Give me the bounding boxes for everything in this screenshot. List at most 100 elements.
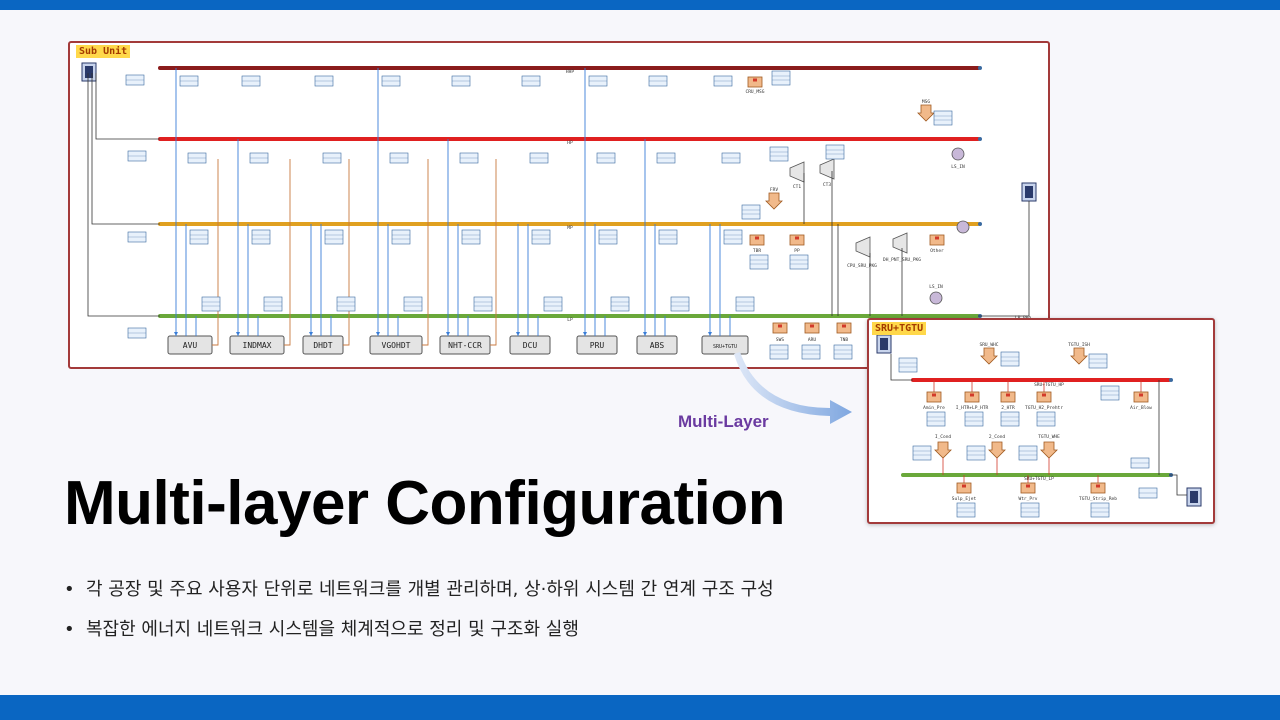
cpu-sru-turbine-icon bbox=[855, 236, 871, 258]
inset-label: SRU+TGTU_HP bbox=[1034, 382, 1064, 388]
unit-label: DCU bbox=[523, 341, 538, 350]
inset-hp-equipment-icon-mark bbox=[1042, 393, 1046, 397]
equipment-label: CPU_SRU_PKG bbox=[847, 263, 877, 269]
bullet-item: • 각 공장 및 주요 사용자 단위로 네트워크를 개별 관리하며, 상·하위 시… bbox=[64, 575, 774, 615]
bullet-text: 복잡한 에너지 네트워크 시스템을 체계적으로 정리 및 구조화 실행 bbox=[86, 619, 579, 640]
cru-msg-icon bbox=[747, 76, 763, 88]
aru-equipment-icon-mark bbox=[810, 324, 814, 328]
header-label: MP bbox=[567, 225, 573, 231]
feed-lp-line bbox=[87, 73, 160, 317]
bullet-dot: • bbox=[64, 579, 75, 600]
inset-outlet-connector-icon-core bbox=[1190, 491, 1198, 503]
flow-down-arrow bbox=[643, 332, 647, 336]
inset-mid-arrow-icon bbox=[934, 441, 952, 459]
flow-return-line bbox=[343, 159, 350, 346]
equipment-label: PP bbox=[794, 248, 800, 254]
value-box bbox=[956, 502, 976, 518]
inset-label: SRU+TGTU_LP bbox=[1024, 476, 1054, 482]
unit-label: NHT-CCR bbox=[448, 341, 482, 350]
equipment-label: CT1 bbox=[793, 184, 801, 190]
unit-box-dcu bbox=[509, 335, 551, 355]
value-box bbox=[543, 296, 563, 312]
equipment-label: Other bbox=[930, 248, 944, 254]
value-box bbox=[769, 344, 789, 360]
inset-hp-equipment-icon bbox=[1036, 391, 1052, 403]
bullet-text: 각 공장 및 주요 사용자 단위로 네트워크를 개별 관리하며, 상·하위 시스… bbox=[86, 579, 774, 600]
inset-hp-equipment-icon-mark bbox=[970, 393, 974, 397]
inset-label: I_Cond bbox=[935, 434, 952, 440]
value-box bbox=[251, 229, 271, 245]
equipment-label: CT3 bbox=[823, 182, 831, 188]
inset-mid-arrow-icon bbox=[988, 441, 1006, 459]
value-box bbox=[1000, 351, 1020, 367]
inset-hp-equipment-icon bbox=[964, 391, 980, 403]
bullet-dot: • bbox=[64, 619, 75, 640]
value-box bbox=[1088, 353, 1108, 369]
value-box bbox=[741, 204, 761, 220]
sub-unit-tag: Sub Unit bbox=[76, 45, 131, 58]
unit-label: SRU+TGTU bbox=[713, 344, 737, 350]
flow-down-arrow bbox=[708, 332, 712, 336]
header-label: HHP bbox=[566, 69, 574, 75]
value-box bbox=[391, 229, 411, 245]
page-title: Multi-layer Configuration bbox=[64, 469, 786, 538]
value-box bbox=[610, 296, 630, 312]
value-box bbox=[933, 110, 953, 126]
inset-equipment-label: I_HTR+LP_HTR bbox=[956, 405, 989, 411]
frv-arrow-icon bbox=[765, 192, 783, 210]
tgtu-ish-arrow-icon bbox=[1070, 347, 1088, 365]
flow-down-arrow bbox=[236, 332, 240, 336]
unit-label: ABS bbox=[650, 341, 665, 350]
ls-in-lp-valve-icon bbox=[929, 291, 943, 305]
feed-hp-line bbox=[95, 73, 160, 140]
header-label: HP bbox=[567, 140, 573, 146]
value-box bbox=[1090, 502, 1110, 518]
inset-lp-equipment-icon-mark bbox=[962, 484, 966, 488]
value-box bbox=[598, 229, 618, 245]
pp-equipment-icon-mark bbox=[795, 236, 799, 240]
equipment-label: FRV bbox=[770, 187, 778, 193]
inset-lp-equipment-icon bbox=[1090, 482, 1106, 494]
value-box bbox=[926, 411, 946, 427]
equipment-label: LS_IN bbox=[951, 164, 965, 170]
inset-hp-equipment-icon-mark bbox=[1139, 393, 1143, 397]
sru-tgtu-tag: SRU+TGTU bbox=[872, 322, 927, 335]
outlet-connector-icon-core bbox=[1025, 186, 1033, 198]
value-box bbox=[749, 254, 769, 270]
hp-header-end bbox=[978, 137, 982, 141]
equipment-label: LS_IN bbox=[929, 284, 943, 290]
flow-down-arrow bbox=[174, 332, 178, 336]
ct1-turbine-icon bbox=[789, 161, 805, 183]
value-box bbox=[263, 296, 283, 312]
inset-outlet-line bbox=[1169, 474, 1187, 496]
value-box bbox=[1020, 502, 1040, 518]
equipment-label: MSG bbox=[922, 99, 930, 105]
inset-label: TGTU_ISH bbox=[1068, 342, 1090, 348]
ct3-turbine-icon bbox=[819, 158, 835, 180]
tbr-equipment-icon bbox=[749, 234, 765, 246]
inset-hp-equipment-icon bbox=[926, 391, 942, 403]
inset-hp-equipment-icon bbox=[1000, 391, 1016, 403]
other-equipment-icon bbox=[929, 234, 945, 246]
value-box bbox=[898, 357, 918, 373]
inset-label: TGTU_WHE bbox=[1038, 434, 1060, 440]
hhp-header-end bbox=[978, 66, 982, 70]
value-box bbox=[966, 445, 986, 461]
dh-pnt-turbine-icon bbox=[892, 232, 908, 254]
equipment-label: ARU bbox=[808, 337, 816, 343]
value-box bbox=[403, 296, 423, 312]
inset-lp-equipment-icon-mark bbox=[1096, 484, 1100, 488]
flow-return-line bbox=[212, 159, 219, 346]
equipment-label: TBR bbox=[753, 248, 761, 254]
bottom-accent-bar bbox=[0, 695, 1280, 720]
unit-box-sru+tgtu bbox=[701, 335, 749, 355]
equipment-label: TNB bbox=[840, 337, 848, 343]
inset-hp-header-end bbox=[1169, 378, 1173, 382]
inset-lp-equipment-icon bbox=[1020, 482, 1036, 494]
value-box bbox=[473, 296, 493, 312]
value-box bbox=[723, 229, 743, 245]
